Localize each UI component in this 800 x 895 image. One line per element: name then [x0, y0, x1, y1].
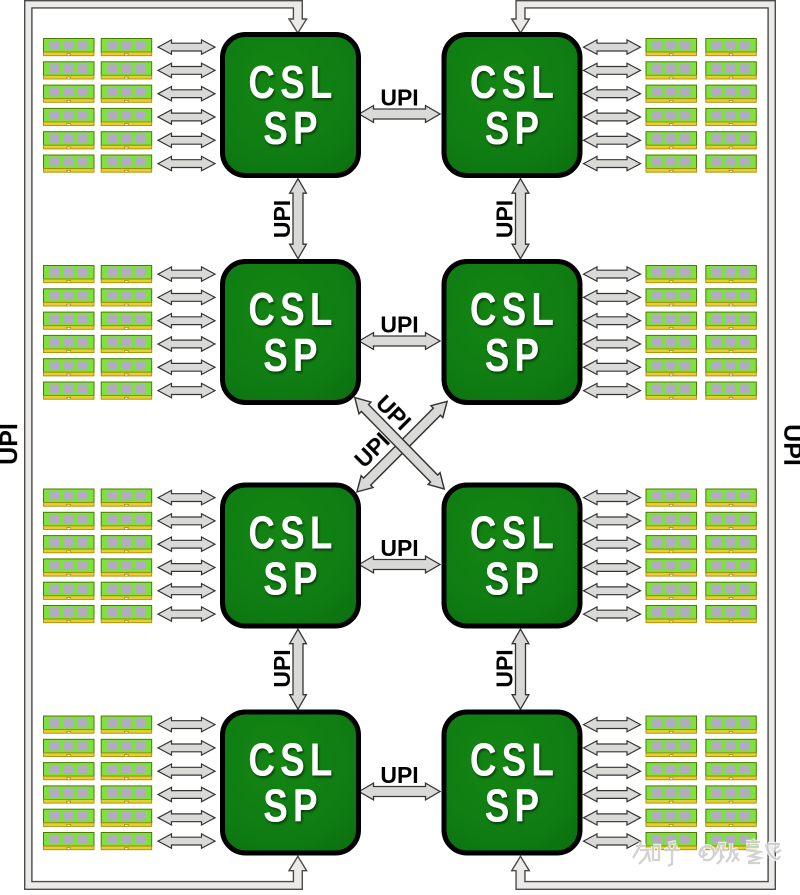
svg-text:UPI: UPI — [778, 424, 800, 466]
svg-text:CSL: CSL — [470, 56, 559, 108]
svg-text:CSL: CSL — [248, 56, 337, 108]
svg-text:UPI: UPI — [0, 423, 23, 465]
svg-text:CSL: CSL — [248, 283, 337, 335]
svg-text:UPI: UPI — [492, 649, 518, 687]
svg-text:CSL: CSL — [248, 734, 337, 786]
svg-text:UPI: UPI — [269, 649, 295, 687]
svg-text:CSL: CSL — [470, 734, 559, 786]
svg-text:CSL: CSL — [470, 283, 559, 335]
svg-text:UPI: UPI — [380, 762, 418, 788]
svg-text:SP: SP — [263, 102, 322, 154]
svg-text:CSL: CSL — [470, 507, 559, 559]
svg-text:SP: SP — [263, 329, 322, 381]
svg-text:UPI: UPI — [380, 85, 418, 111]
svg-text:UPI: UPI — [492, 200, 518, 238]
svg-text:SP: SP — [485, 553, 544, 605]
svg-text:SP: SP — [485, 780, 544, 832]
svg-text:SP: SP — [485, 329, 544, 381]
svg-text:SP: SP — [263, 553, 322, 605]
svg-text:SP: SP — [485, 102, 544, 154]
svg-text:UPI: UPI — [380, 535, 418, 561]
svg-text:SP: SP — [263, 780, 322, 832]
svg-text:CSL: CSL — [248, 507, 337, 559]
svg-text:UPI: UPI — [269, 200, 295, 238]
svg-text:UPI: UPI — [380, 312, 418, 338]
